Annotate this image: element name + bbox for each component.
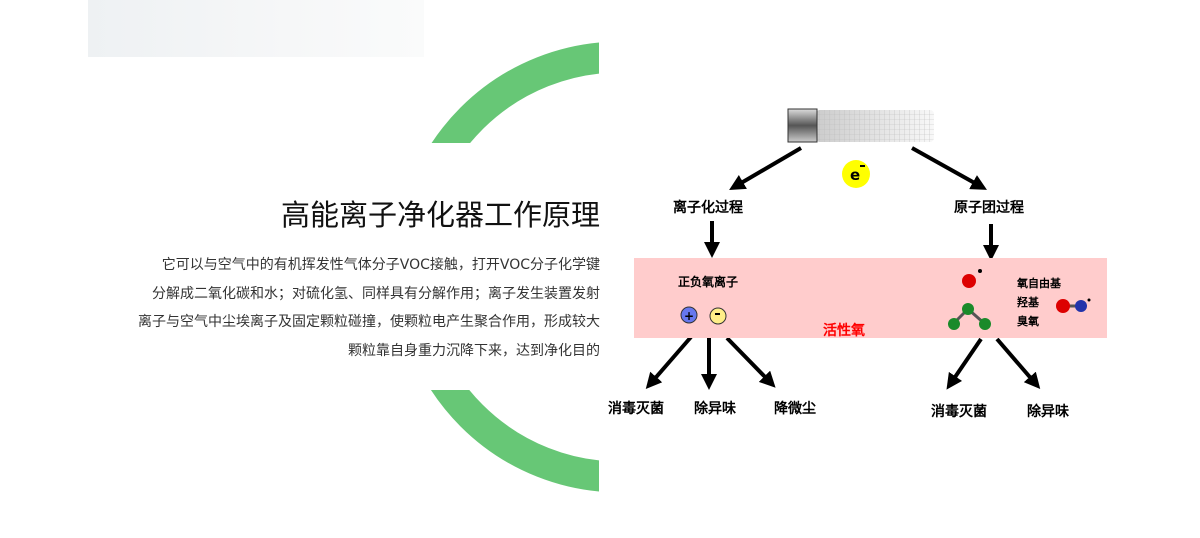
description-line: 颗粒靠自身重力沉降下来，达到净化目的 [348, 342, 600, 359]
ion-tube-icon [787, 108, 934, 143]
description-line: 它可以与空气中的有机挥发性气体分子VOC接触，打开VOC分子化学键 [161, 257, 600, 273]
ions-label: 正负氧离子 [678, 274, 738, 289]
active-oxygen-label: 活性氧 [823, 322, 865, 339]
description-line: 离子与空气中尘埃离子及固定颗粒碰撞，使颗粒电产生聚合作用，形成较大 [138, 314, 600, 330]
description: 它可以与空气中的有机挥发性气体分子VOC接触，打开VOC分子化学键 分解成二氧化… [70, 251, 600, 365]
right-process-label: 原子团过程 [954, 199, 1024, 216]
right-result: 消毒灭菌 [931, 403, 987, 420]
svg-text:e: e [850, 166, 860, 184]
hydroxyl-icon [1056, 298, 1091, 313]
radical-label: 氧自由基 [1016, 276, 1062, 290]
top-banner-image [88, 0, 424, 57]
right-result: 除异味 [1027, 403, 1069, 420]
positive-ion-icon: + [680, 306, 698, 324]
description-line: 分解成二氧化碳和水；对硫化氢、同样具有分解作用；离子发生装置发射 [152, 285, 600, 302]
arrows [645, 146, 1041, 390]
left-result: 消毒灭菌 [608, 400, 664, 417]
svg-text:+: + [684, 309, 694, 323]
negative-ion-icon [709, 307, 727, 325]
left-process-label: 离子化过程 [673, 199, 743, 216]
left-result: 除异味 [694, 400, 736, 417]
ozone-icon [948, 303, 991, 330]
page-title: 高能离子净化器工作原理 [280, 198, 600, 232]
radical-label: 臭氧 [1017, 314, 1039, 328]
oxygen-radical-icon [962, 269, 982, 288]
radical-label: 羟基 [1017, 295, 1040, 309]
left-result: 降微尘 [774, 400, 816, 417]
electron-icon: e [842, 160, 870, 188]
active-oxygen-band [634, 258, 1107, 338]
